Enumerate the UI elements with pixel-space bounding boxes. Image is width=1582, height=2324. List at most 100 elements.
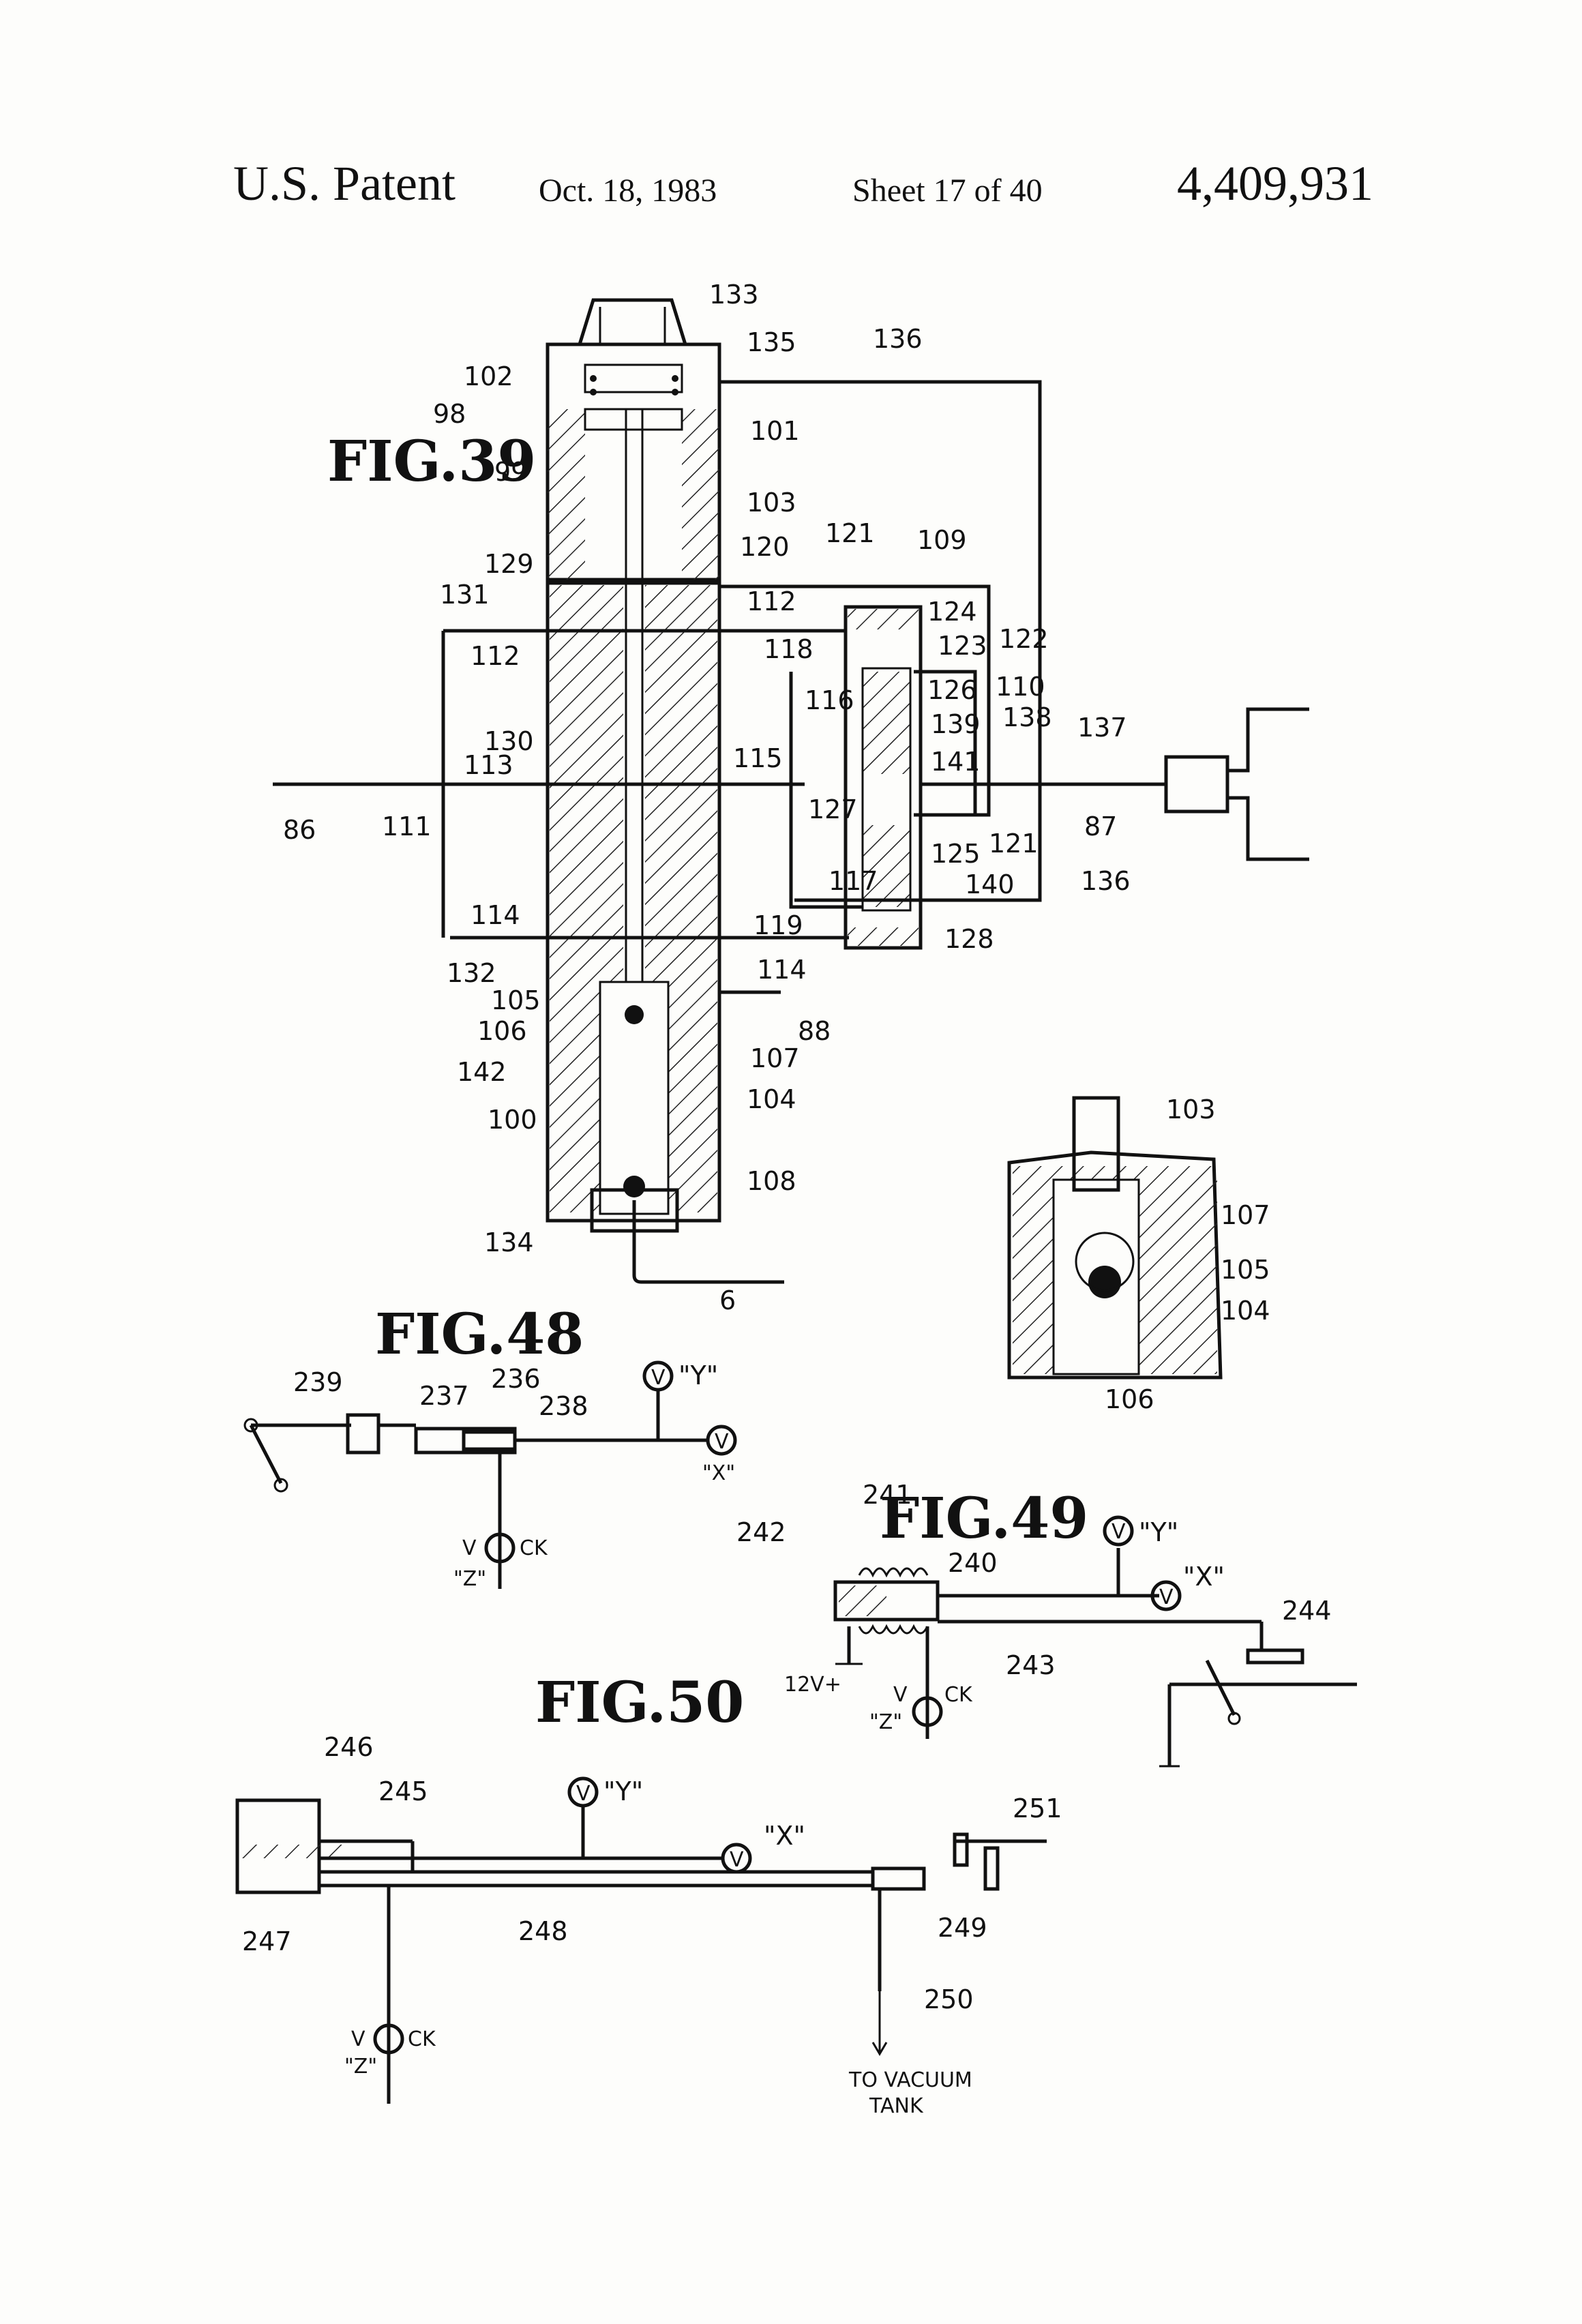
label: 250 (924, 1984, 974, 2014)
label: 133 (709, 280, 759, 310)
label: 129 (484, 549, 534, 579)
label: "X" (764, 1821, 805, 1851)
label: 108 (747, 1166, 796, 1196)
label: 88 (798, 1016, 831, 1046)
label: 109 (917, 525, 967, 555)
label: 242 (736, 1517, 786, 1547)
label: "Y" (1139, 1517, 1178, 1547)
label: 251 (1013, 1793, 1062, 1823)
label: V (730, 1848, 744, 1872)
label: V (462, 1536, 477, 1560)
label: V (1111, 1520, 1126, 1544)
label: 114 (757, 955, 807, 985)
fig49-diagram: FIG.49 241 242 240 V "Y" (736, 1480, 1357, 1766)
label: 238 (539, 1391, 588, 1421)
label: 121 (989, 829, 1039, 859)
label: 86 (283, 815, 316, 845)
label: 106 (1105, 1384, 1154, 1414)
label: 12V+ (784, 1673, 841, 1697)
label: 237 (419, 1381, 469, 1411)
label: 239 (293, 1367, 343, 1397)
label: 121 (825, 518, 875, 548)
label: 116 (805, 685, 854, 715)
label: "Y" (678, 1360, 718, 1390)
label: 113 (464, 750, 513, 780)
label: 125 (931, 839, 981, 869)
label: 114 (471, 900, 520, 930)
label: 124 (927, 597, 977, 627)
label: 105 (1221, 1255, 1270, 1285)
label: 104 (747, 1084, 796, 1114)
label: 102 (464, 361, 513, 391)
label: CK (944, 1683, 973, 1707)
label: V (576, 1782, 591, 1806)
label: V (715, 1430, 729, 1454)
label: 134 (484, 1227, 534, 1257)
label: 100 (488, 1105, 537, 1135)
label: V (1159, 1585, 1174, 1609)
label: TO VACUUM (848, 2068, 972, 2092)
label: 248 (518, 1916, 568, 1946)
label: 127 (808, 794, 858, 824)
label: 104 (1221, 1296, 1270, 1326)
label: 107 (1221, 1200, 1270, 1230)
label: 103 (1166, 1094, 1216, 1124)
label: 112 (471, 641, 520, 671)
label: V (351, 2027, 365, 2051)
label: 244 (1282, 1596, 1332, 1626)
label: "X" (702, 1461, 735, 1485)
label: 122 (999, 624, 1049, 654)
label: "Z" (869, 1710, 902, 1734)
label: CK (520, 1536, 548, 1560)
label: 131 (440, 580, 490, 610)
label: 141 (931, 747, 981, 777)
fig48-diagram: FIG.48 239 237 236 238 V "Y" V "X" V CK (245, 1302, 735, 1591)
label: "Y" (603, 1776, 643, 1806)
label: 118 (764, 634, 814, 664)
label: "Z" (453, 1567, 486, 1591)
label: 110 (996, 672, 1045, 702)
label: 136 (873, 324, 923, 354)
label: V (651, 1366, 666, 1390)
label: 111 (382, 811, 432, 841)
label: "X" (1183, 1562, 1225, 1592)
nut-133 (580, 300, 685, 344)
label: 137 (1077, 713, 1127, 743)
label: 142 (457, 1057, 507, 1087)
label: 246 (324, 1732, 374, 1762)
label: 132 (447, 958, 496, 988)
label: 245 (378, 1776, 428, 1806)
fig50-diagram: FIG.50 246 245 V "Y" V " (237, 1670, 1062, 2118)
label: 123 (938, 631, 987, 661)
label: TANK (869, 2094, 924, 2118)
label: 120 (740, 532, 790, 562)
label: 135 (747, 327, 796, 357)
label: 101 (750, 416, 800, 446)
detail-view: 103 107 105 104 106 (1009, 1094, 1270, 1414)
label: 136 (1081, 866, 1131, 896)
label: 119 (753, 910, 803, 940)
label: 112 (747, 586, 796, 616)
label: 105 (491, 985, 541, 1015)
label: 140 (965, 869, 1015, 899)
label: 87 (1084, 811, 1117, 841)
label: 243 (1006, 1650, 1056, 1680)
label: 6 (719, 1285, 736, 1315)
label: 126 (927, 675, 977, 705)
label: 241 (863, 1480, 912, 1510)
label: 139 (931, 709, 981, 739)
label: 236 (491, 1364, 541, 1394)
label: 117 (829, 866, 878, 896)
label: 99 (494, 457, 527, 487)
fig48-title: FIG.48 (375, 1302, 584, 1367)
label: V (893, 1683, 908, 1707)
label: 247 (242, 1926, 292, 1956)
label: 128 (944, 924, 994, 954)
label: 106 (477, 1016, 527, 1046)
label: 115 (733, 743, 783, 773)
label: 103 (747, 488, 796, 518)
label: 98 (433, 399, 466, 429)
label: CK (408, 2027, 436, 2051)
